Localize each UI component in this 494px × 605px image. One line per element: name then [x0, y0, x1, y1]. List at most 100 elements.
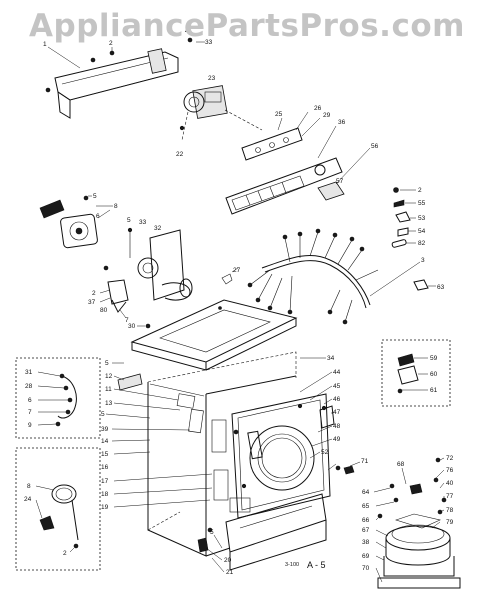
label-26: 26 — [314, 105, 322, 112]
label-68: 68 — [397, 461, 405, 468]
label-82: 82 — [418, 240, 426, 247]
label-28: 28 — [25, 383, 33, 390]
label-7-b: 7 — [28, 409, 32, 416]
console-rail — [45, 37, 205, 119]
label-8-a: 8 — [114, 203, 118, 210]
label-19: 19 — [101, 504, 109, 511]
cabinet-body — [117, 351, 297, 557]
label-20: 20 — [224, 557, 232, 564]
label-22: 22 — [176, 151, 184, 158]
label-1: 1 — [43, 41, 47, 48]
label-40: 40 — [446, 480, 454, 487]
label-37: 37 — [88, 299, 96, 306]
label-76: 76 — [446, 467, 454, 474]
label-77: 77 — [446, 493, 454, 500]
cabinet-leaders — [105, 362, 225, 573]
label-80: 80 — [100, 307, 108, 314]
label-36: 36 — [338, 119, 346, 126]
label-61: 61 — [430, 387, 438, 394]
label-66: 66 — [362, 517, 370, 524]
cabinet-top — [130, 299, 326, 371]
label-5-a: 5 — [93, 193, 97, 200]
part-number-labels: 1 2 4 33 23 22 25 26 29 36 56 57 2 55 53… — [24, 28, 454, 576]
diagram-figure-label: A - 5 — [307, 560, 326, 570]
motor-assembly — [99, 227, 239, 329]
label-52: 52 — [321, 449, 329, 456]
label-45: 45 — [333, 383, 341, 390]
timer-assembly — [179, 85, 263, 141]
label-65: 65 — [362, 503, 370, 510]
label-5-c: 5 — [105, 360, 109, 367]
label-23: 23 — [208, 75, 216, 82]
label-39: 39 — [101, 426, 109, 433]
label-29: 29 — [323, 112, 331, 119]
front-panel — [231, 371, 337, 519]
label-49: 49 — [333, 436, 341, 443]
label-79: 79 — [446, 519, 454, 526]
kick-panel — [225, 465, 341, 571]
label-64: 64 — [362, 489, 370, 496]
label-11: 11 — [105, 386, 112, 393]
inset-switch — [381, 339, 451, 407]
base-assembly — [343, 457, 461, 589]
label-34: 34 — [327, 355, 335, 362]
label-2-top: 2 — [109, 40, 113, 47]
label-33: 33 — [139, 219, 147, 226]
label-24: 24 — [24, 496, 32, 503]
label-70: 70 — [362, 565, 370, 572]
label-71: 71 — [361, 458, 369, 465]
label-78: 78 — [446, 507, 454, 514]
label-4: 4 — [185, 28, 189, 35]
inset-hose-clamp — [15, 447, 101, 571]
door-lock-assembly — [39, 195, 113, 249]
label-67: 67 — [362, 527, 370, 534]
label-59: 59 — [430, 355, 438, 362]
label-2-motor: 2 — [92, 290, 96, 297]
label-47: 47 — [333, 409, 341, 416]
label-25: 25 — [275, 111, 283, 118]
label-21: 21 — [226, 569, 234, 576]
label-5-d: 5 — [101, 411, 105, 418]
label-55: 55 — [418, 200, 426, 207]
label-27: 27 — [233, 267, 241, 274]
label-53: 53 — [418, 215, 426, 222]
label-13: 13 — [105, 400, 113, 407]
label-7-a: 7 — [125, 317, 129, 324]
label-6-b: 6 — [28, 397, 32, 404]
label-69: 69 — [362, 553, 370, 560]
label-56: 56 — [371, 143, 379, 150]
label-8-b: 8 — [27, 483, 31, 490]
label-72: 72 — [446, 455, 454, 462]
label-6-a: 6 — [96, 213, 100, 220]
label-14: 14 — [101, 438, 109, 445]
label-15: 15 — [101, 451, 109, 458]
label-60: 60 — [430, 371, 438, 378]
label-63: 63 — [437, 284, 445, 291]
hardware-set — [391, 187, 416, 248]
label-30: 30 — [128, 323, 136, 330]
label-46: 46 — [333, 396, 341, 403]
label-18: 18 — [101, 491, 109, 498]
label-12: 12 — [105, 373, 113, 380]
control-panel — [225, 111, 371, 215]
label-54: 54 — [418, 228, 426, 235]
watermark: AppliancePartsPros.com — [29, 8, 465, 44]
label-2-inset: 2 — [63, 550, 67, 557]
label-3: 3 — [421, 257, 425, 264]
label-9: 9 — [28, 422, 32, 429]
label-31: 31 — [25, 369, 33, 376]
label-33-top: 33 — [205, 39, 213, 46]
label-5-e: 5 — [210, 529, 214, 536]
label-16: 16 — [101, 464, 109, 471]
wiring-harness — [247, 228, 436, 325]
label-48: 48 — [333, 423, 341, 430]
inset-door-hinge — [15, 357, 101, 439]
label-17: 17 — [101, 478, 109, 485]
label-38: 38 — [362, 539, 370, 546]
label-32: 32 — [154, 225, 162, 232]
label-2-right: 2 — [418, 187, 422, 194]
diagram-code: 3-100 — [285, 562, 299, 568]
label-5-b: 5 — [127, 217, 131, 224]
